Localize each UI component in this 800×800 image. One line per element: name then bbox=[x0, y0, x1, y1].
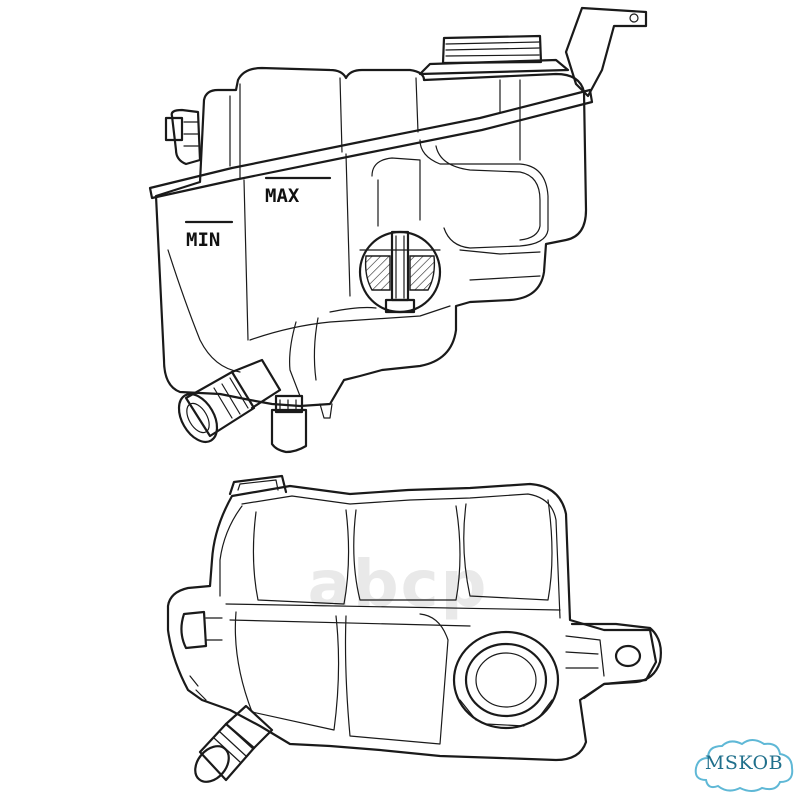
mounting-bracket bbox=[564, 6, 648, 98]
min-label: MIN bbox=[186, 229, 220, 251]
tank-plan-outline bbox=[166, 482, 658, 762]
tank-body-outline bbox=[154, 66, 588, 408]
tank-seam-band bbox=[148, 88, 594, 200]
brand-badge: MSKOB bbox=[692, 736, 796, 794]
tank-top-view bbox=[166, 474, 662, 783]
retaining-clip bbox=[228, 474, 288, 496]
badge-label: MSKOB bbox=[704, 752, 784, 774]
outlet-hose-fitting bbox=[177, 358, 282, 443]
max-label: MAX bbox=[265, 185, 300, 207]
filler-neck bbox=[418, 34, 570, 76]
filler-opening bbox=[452, 630, 560, 730]
cap-fitting-left bbox=[164, 108, 202, 166]
watermark-text: abcp bbox=[308, 548, 489, 622]
level-sensor-connector bbox=[270, 394, 333, 454]
side-nozzle bbox=[180, 610, 223, 650]
tank-side-view: MAX MIN bbox=[148, 6, 648, 454]
mounting-tab bbox=[565, 622, 662, 700]
cloud-badge-icon bbox=[694, 739, 794, 792]
valve-cutaway bbox=[358, 230, 442, 314]
hose-fitting-plan bbox=[194, 704, 274, 783]
